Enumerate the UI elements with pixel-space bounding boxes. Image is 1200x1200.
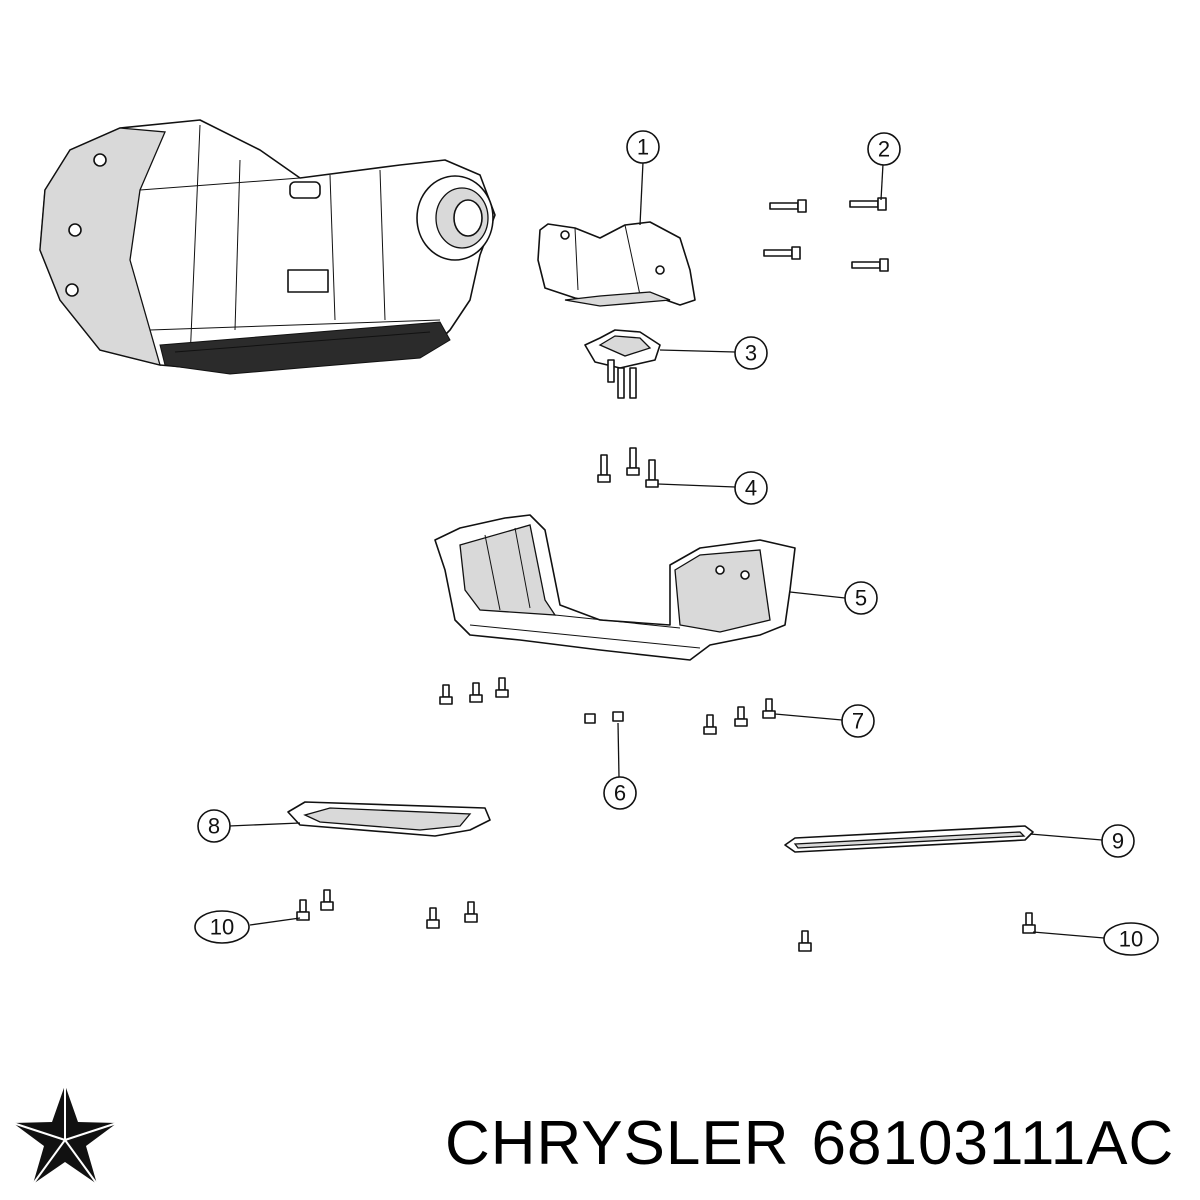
- callout-4: 4: [734, 471, 768, 505]
- callout-6: 6: [603, 776, 637, 810]
- part-6-nuts: [584, 711, 624, 724]
- callout-10-right-label: 10: [1119, 927, 1143, 952]
- part-9-skid-plate: [784, 825, 1034, 853]
- callout-2-label: 2: [878, 137, 890, 162]
- callout-10-left-label: 10: [210, 915, 234, 940]
- part-10-bolts: [296, 889, 1036, 952]
- callout-7: 7: [841, 704, 875, 738]
- callout-1: 1: [626, 130, 660, 164]
- part-8-skid-plate: [287, 801, 491, 837]
- callout-5: 5: [844, 581, 878, 615]
- callout-9: 9: [1101, 824, 1135, 858]
- part-2-bolts: [763, 197, 889, 272]
- transmission-illustration: [39, 119, 496, 375]
- part-caption: CHRYSLER 68103111AC: [445, 1108, 1196, 1179]
- callout-10-right: 10: [1103, 922, 1159, 956]
- callout-8: 8: [197, 809, 231, 843]
- callout-9-label: 9: [1112, 829, 1124, 854]
- callout-6-label: 6: [614, 781, 626, 806]
- crossmember-bolts-left: [439, 677, 509, 705]
- callout-2: 2: [867, 132, 901, 166]
- chrysler-pentastar-logo: [12, 1085, 118, 1185]
- part-7-bolts: [703, 698, 776, 735]
- part-5-crossmember: [434, 514, 796, 661]
- callout-4-label: 4: [745, 476, 757, 501]
- part-1-mount-bracket: [537, 221, 696, 307]
- callout-7-label: 7: [852, 709, 864, 734]
- callout-3-label: 3: [745, 341, 757, 366]
- callout-5-label: 5: [855, 586, 867, 611]
- brand-name: CHRYSLER: [445, 1109, 790, 1178]
- callout-1-label: 1: [637, 135, 649, 160]
- part-4-bolts: [597, 447, 659, 488]
- callout-3: 3: [734, 336, 768, 370]
- part-number: 68103111AC: [811, 1109, 1175, 1178]
- callout-8-label: 8: [208, 814, 220, 839]
- callout-10-left: 10: [194, 910, 250, 944]
- part-3-isolator: [584, 329, 661, 399]
